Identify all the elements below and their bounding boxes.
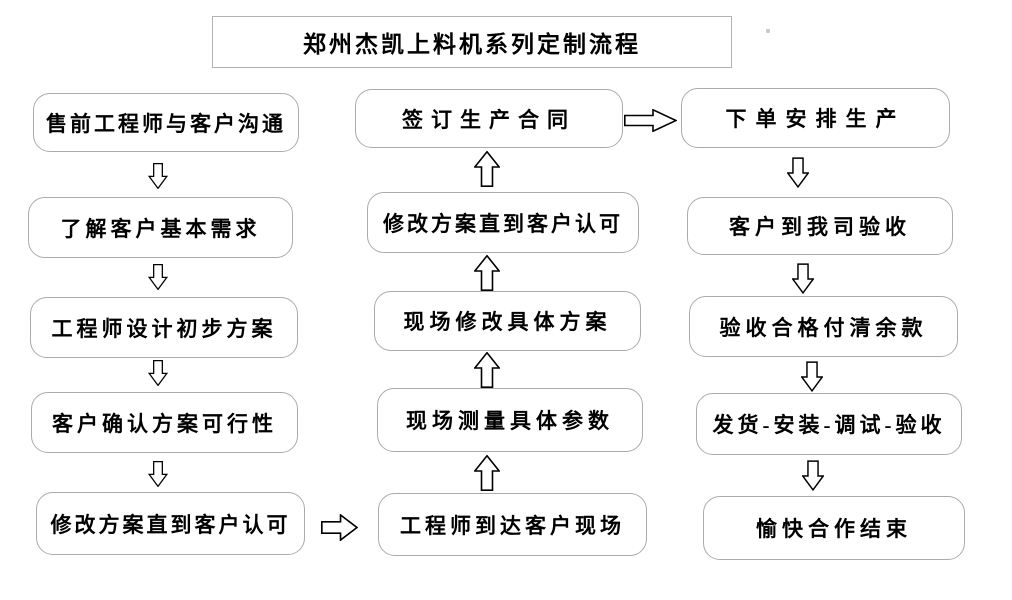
up-arrow-icon <box>474 352 500 388</box>
flow-node-middle-4: 现场测量具体参数 <box>377 388 643 452</box>
down-arrow-icon <box>802 460 824 492</box>
flow-node-left-3: 工程师设计初步方案 <box>30 297 298 358</box>
flow-node-right-2: 客户到我司验收 <box>687 197 953 255</box>
down-arrow-icon <box>148 360 168 386</box>
flowchart-title: 郑州杰凯上料机系列定制流程 <box>212 16 732 68</box>
flow-node-middle-5: 工程师到达客户现场 <box>378 493 647 556</box>
flow-node-right-3: 验收合格付清余款 <box>689 296 958 357</box>
up-arrow-icon <box>474 151 500 187</box>
down-arrow-icon <box>792 263 814 295</box>
flow-node-right-5: 愉快合作结束 <box>703 496 965 560</box>
up-arrow-icon <box>474 255 500 291</box>
anchor-dot <box>766 29 770 33</box>
right-arrow-icon <box>624 109 677 132</box>
flow-node-middle-2: 修改方案直到客户认可 <box>367 192 639 253</box>
down-arrow-icon <box>801 361 823 393</box>
down-arrow-icon <box>148 163 168 189</box>
flow-node-left-1: 售前工程师与客户沟通 <box>33 93 299 152</box>
down-arrow-icon <box>148 461 168 487</box>
flow-node-left-4: 客户确认方案可行性 <box>31 392 298 453</box>
flow-node-middle-3: 现场修改具体方案 <box>374 291 641 351</box>
flow-node-left-5: 修改方案直到客户认可 <box>36 492 305 555</box>
flow-node-left-2: 了解客户基本需求 <box>28 197 293 258</box>
flow-node-right-4: 发货-安装-调试-验收 <box>696 393 962 455</box>
up-arrow-icon <box>474 455 500 491</box>
flow-node-middle-1: 签订生产合同 <box>355 89 623 148</box>
right-arrow-icon <box>321 514 358 541</box>
down-arrow-icon <box>787 157 809 189</box>
down-arrow-icon <box>148 264 168 290</box>
flow-node-right-1: 下单安排生产 <box>681 88 950 148</box>
